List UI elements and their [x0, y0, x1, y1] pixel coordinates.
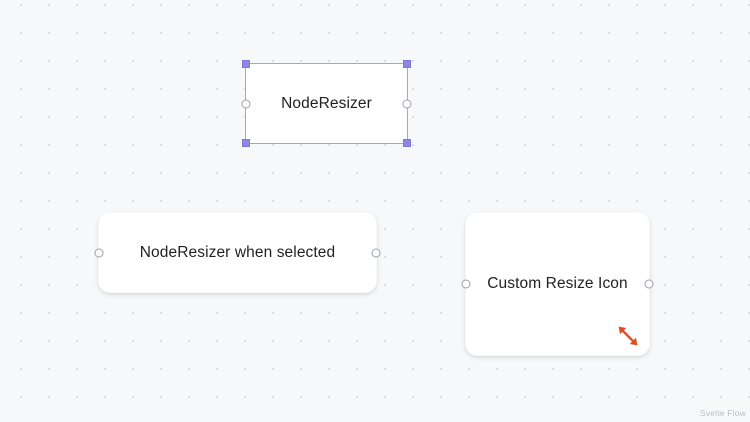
target-handle-left[interactable] [241, 99, 251, 108]
source-handle-right[interactable] [402, 99, 412, 108]
node-node-resizer[interactable]: NodeResizer [241, 60, 412, 147]
resize-handle-bottom-right[interactable] [403, 139, 411, 147]
target-handle-left[interactable] [461, 279, 471, 289]
node-custom-resize-icon[interactable]: Custom Resize Icon [461, 212, 654, 356]
resize-handle-bottom-left[interactable] [242, 139, 250, 147]
source-handle-right[interactable] [371, 248, 381, 257]
node-node-resizer-when-selected[interactable]: NodeResizer when selected [94, 212, 381, 293]
node-label: NodeResizer when selected [139, 243, 336, 261]
resize-handle-top-right[interactable] [403, 60, 411, 68]
node-label: Custom Resize Icon [487, 275, 628, 292]
resize-handle-top-left[interactable] [242, 60, 250, 68]
attribution-watermark[interactable]: Svelte Flow [699, 408, 746, 418]
target-handle-left[interactable] [94, 248, 104, 257]
node-label: NodeResizer [281, 94, 372, 112]
source-handle-right[interactable] [644, 279, 654, 289]
diagonal-resize-arrow-icon[interactable] [615, 323, 641, 349]
